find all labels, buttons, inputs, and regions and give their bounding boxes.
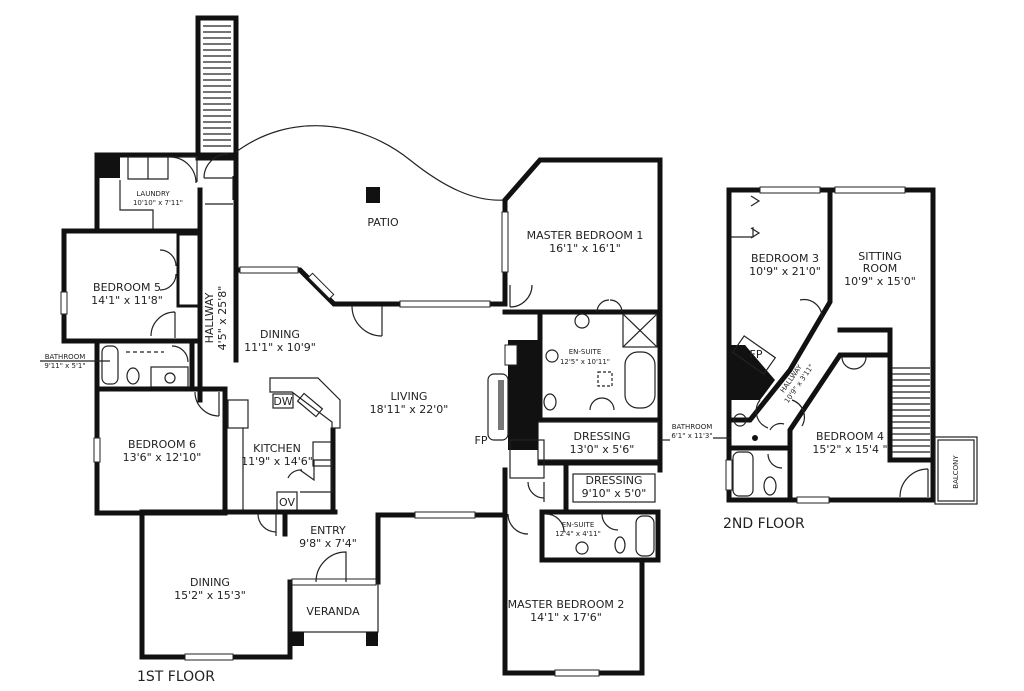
- bedroom4-label: BEDROOM 4: [816, 430, 884, 443]
- bedroom3-dims: 10'9" x 21'0": [749, 265, 821, 278]
- dining2-label: DINING: [190, 576, 230, 589]
- bedroom3-label: BEDROOM 3: [751, 252, 819, 265]
- bathroom2-dims: 6'1" x 11'3": [671, 432, 712, 440]
- labels: LAUNDRY 10'10" x 7'11" BEDROOM 5 14'1" x…: [44, 190, 960, 685]
- master1-dims: 16'1" x 16'1": [549, 242, 621, 255]
- kitchen-dims: 11'9" x 14'6": [241, 455, 313, 468]
- veranda-label: VERANDA: [306, 605, 360, 618]
- laundry-label: LAUNDRY: [136, 190, 170, 198]
- patio-outline: [235, 125, 506, 201]
- hallway1-dims: 4'5" x 25'8": [216, 286, 229, 351]
- entry-dims: 9'8" x 7'4": [299, 537, 357, 550]
- balcony-label: BALCONY: [952, 455, 960, 489]
- master1-label: MASTER BEDROOM 1: [527, 229, 644, 242]
- ensuite1-label: EN-SUITE: [569, 348, 602, 356]
- ensuite2-dims: 12'4" x 4'11": [555, 530, 601, 538]
- dressing1-label: DRESSING: [573, 430, 630, 443]
- dining1-label: DINING: [260, 328, 300, 341]
- ensuite2-label: EN-SUITE: [562, 521, 595, 529]
- fp2-label: FP: [750, 348, 763, 361]
- dressing2-label: DRESSING: [585, 474, 642, 487]
- living-dims: 18'11" x 22'0": [370, 403, 449, 416]
- laundry-dims: 10'10" x 7'11": [133, 199, 183, 207]
- dressing1-dims: 13'0" x 5'6": [570, 443, 635, 456]
- bathroom1-dims: 9'11" x 5'1": [44, 362, 85, 370]
- hallway1-label: HALLWAY: [203, 292, 216, 343]
- second-floor: [713, 186, 978, 505]
- first-floor: [40, 15, 670, 677]
- bedroom6-label: BEDROOM 6: [128, 438, 196, 451]
- patio-label: PATIO: [367, 216, 399, 229]
- kitchen-label: KITCHEN: [253, 442, 301, 455]
- dressing2-dims: 9'10" x 5'0": [582, 487, 647, 500]
- bathroom2-label: BATHROOM: [672, 423, 713, 431]
- sitting-label-1: SITTING: [858, 250, 901, 263]
- sitting-dims: 10'9" x 15'0": [844, 275, 916, 288]
- bedroom4-dims: 15'2" x 15'4 ": [812, 443, 887, 456]
- fp1-label: FP: [475, 434, 488, 447]
- bedroom6-dims: 13'6" x 12'10": [123, 451, 202, 464]
- dishwasher-label: DW: [273, 395, 292, 408]
- living-label: LIVING: [391, 390, 428, 403]
- master2-label: MASTER BEDROOM 2: [508, 598, 625, 611]
- patio-post: [366, 187, 380, 203]
- second-floor-label: 2ND FLOOR: [723, 516, 805, 532]
- ensuite1-dims: 12'5" x 10'11": [560, 358, 610, 366]
- first-floor-label: 1ST FLOOR: [137, 669, 215, 685]
- dining2-dims: 15'2" x 15'3": [174, 589, 246, 602]
- bedroom5-dims: 14'1" x 11'8": [91, 294, 163, 307]
- entry-label: ENTRY: [310, 524, 346, 537]
- oven-label: OV: [279, 496, 295, 509]
- bedroom5-label: BEDROOM 5: [93, 281, 161, 294]
- staircase: [195, 15, 239, 161]
- bathroom1-label: BATHROOM: [45, 353, 86, 361]
- master2-dims: 14'1" x 17'6": [530, 611, 602, 624]
- dining1-dims: 11'1" x 10'9": [244, 341, 316, 354]
- sitting-label-2: ROOM: [863, 262, 897, 275]
